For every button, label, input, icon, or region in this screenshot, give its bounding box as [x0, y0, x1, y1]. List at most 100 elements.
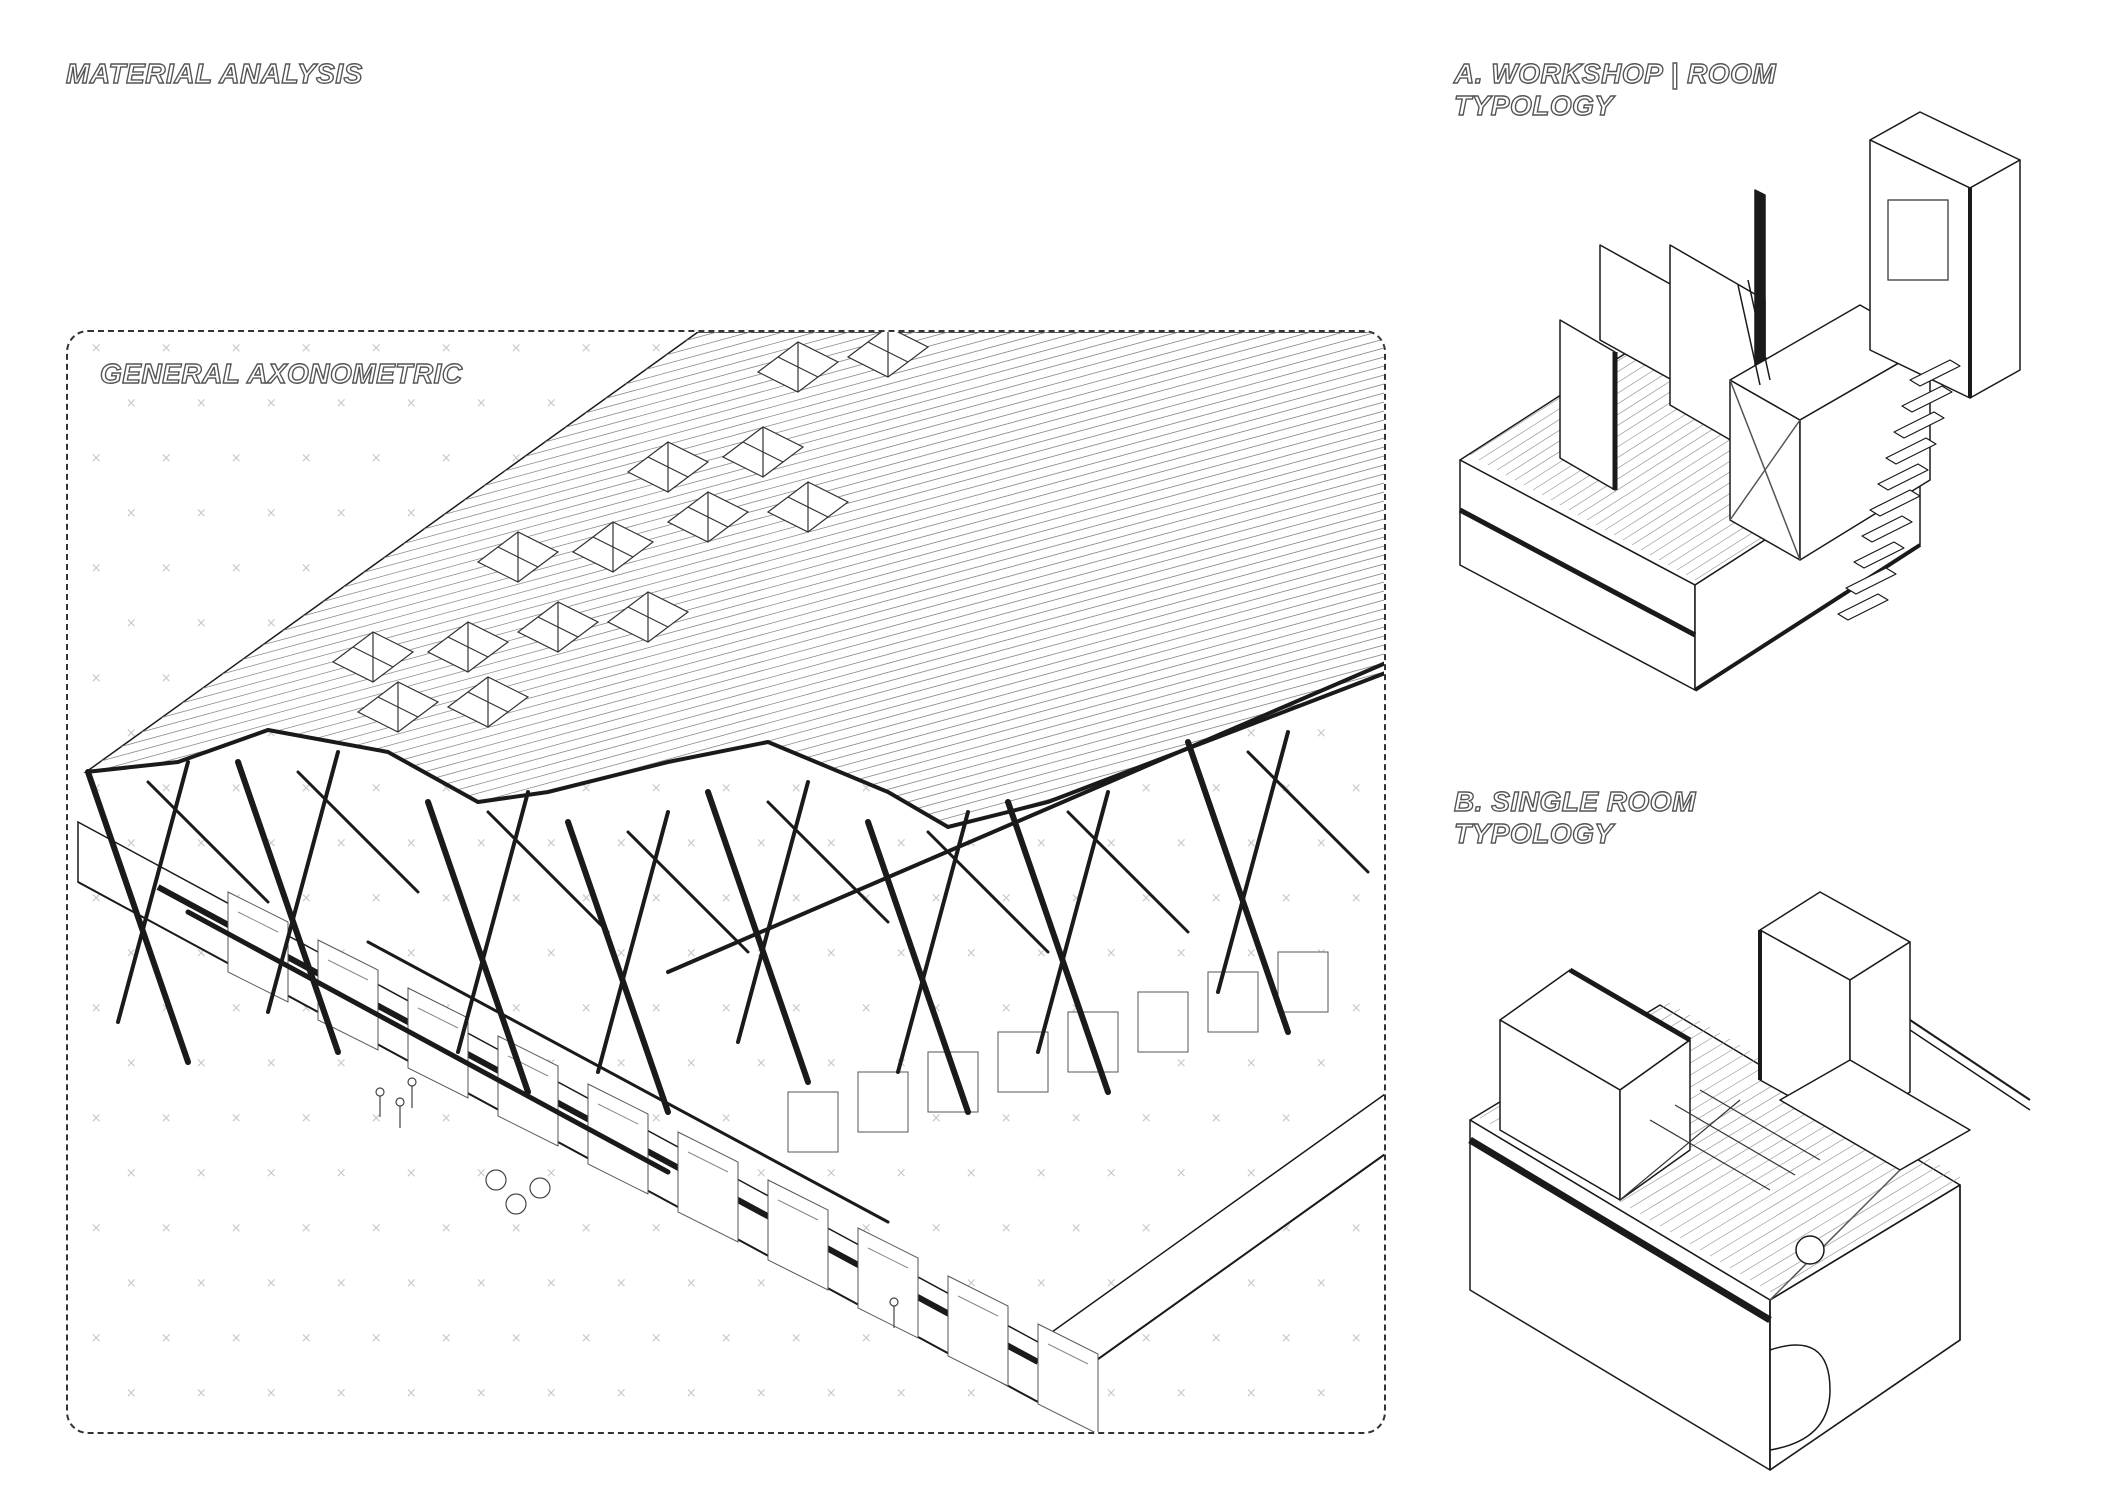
svg-text:×: × [931, 891, 942, 906]
svg-text:×: × [441, 341, 452, 356]
title-typology-a: A. WORKSHOP | ROOM TYPOLOGY [1453, 57, 1776, 122]
svg-text:×: × [196, 1276, 207, 1291]
title-material-analysis: MATERIAL ANALYSIS [65, 57, 363, 89]
svg-text:×: × [161, 1221, 172, 1236]
svg-text:×: × [91, 1331, 102, 1346]
svg-text:×: × [1036, 946, 1047, 961]
svg-text:×: × [371, 1221, 382, 1236]
svg-text:×: × [266, 396, 277, 411]
svg-text:×: × [91, 1111, 102, 1126]
svg-text:×: × [1141, 1111, 1152, 1126]
svg-text:×: × [231, 1001, 242, 1016]
svg-text:×: × [126, 616, 137, 631]
svg-text:×: × [966, 1166, 977, 1181]
svg-text:×: × [1281, 891, 1292, 906]
svg-text:×: × [686, 946, 697, 961]
svg-text:×: × [161, 1331, 172, 1346]
single-room-typology-drawing [1468, 891, 2031, 1471]
svg-text:×: × [581, 1001, 592, 1016]
svg-text:×: × [616, 1386, 627, 1401]
svg-text:×: × [1316, 726, 1327, 741]
svg-text:×: × [931, 1221, 942, 1236]
svg-text:×: × [1001, 1221, 1012, 1236]
svg-text:×: × [1176, 946, 1187, 961]
svg-text:×: × [1316, 836, 1327, 851]
svg-text:×: × [861, 1001, 872, 1016]
svg-text:×: × [266, 1276, 277, 1291]
svg-text:×: × [546, 1166, 557, 1181]
svg-text:×: × [476, 396, 487, 411]
svg-text:×: × [721, 891, 732, 906]
svg-text:×: × [1246, 1056, 1257, 1071]
svg-text:×: × [231, 1111, 242, 1126]
svg-text:×: × [1106, 1276, 1117, 1291]
svg-text:×: × [91, 451, 102, 466]
svg-text:×: × [301, 891, 312, 906]
svg-text:×: × [126, 836, 137, 851]
svg-text:×: × [266, 836, 277, 851]
svg-text:×: × [931, 1001, 942, 1016]
svg-text:×: × [406, 946, 417, 961]
svg-text:×: × [231, 781, 242, 796]
svg-text:×: × [966, 946, 977, 961]
svg-text:×: × [756, 1386, 767, 1401]
svg-text:×: × [721, 781, 732, 796]
svg-text:×: × [441, 781, 452, 796]
svg-text:×: × [581, 1221, 592, 1236]
svg-text:×: × [791, 891, 802, 906]
svg-text:×: × [1001, 1111, 1012, 1126]
svg-text:×: × [1141, 1221, 1152, 1236]
svg-text:×: × [1036, 836, 1047, 851]
svg-text:×: × [651, 1001, 662, 1016]
svg-text:×: × [336, 506, 347, 521]
svg-text:×: × [301, 1111, 312, 1126]
svg-text:×: × [756, 1276, 767, 1291]
svg-text:×: × [126, 1386, 137, 1401]
svg-text:×: × [371, 781, 382, 796]
svg-text:×: × [1316, 1276, 1327, 1291]
svg-text:×: × [1246, 1386, 1257, 1401]
svg-text:×: × [826, 1056, 837, 1071]
svg-text:×: × [1246, 1166, 1257, 1181]
svg-text:×: × [896, 1166, 907, 1181]
svg-text:×: × [126, 726, 137, 741]
svg-text:×: × [966, 1276, 977, 1291]
svg-text:×: × [126, 1056, 137, 1071]
svg-text:×: × [161, 671, 172, 686]
svg-text:×: × [1211, 781, 1222, 796]
svg-text:×: × [336, 1386, 347, 1401]
svg-text:×: × [651, 1221, 662, 1236]
svg-text:×: × [1316, 1056, 1327, 1071]
svg-text:×: × [1211, 1111, 1222, 1126]
svg-text:×: × [1246, 946, 1257, 961]
svg-text:×: × [896, 946, 907, 961]
svg-text:×: × [441, 451, 452, 466]
svg-text:×: × [511, 891, 522, 906]
title-typology-b-line-1: B. SINGLE ROOM [1453, 785, 1696, 817]
svg-text:×: × [1351, 1331, 1362, 1346]
svg-text:×: × [1106, 836, 1117, 851]
svg-text:×: × [336, 1056, 347, 1071]
svg-text:×: × [371, 451, 382, 466]
svg-text:×: × [546, 946, 557, 961]
svg-text:×: × [616, 946, 627, 961]
svg-text:×: × [1176, 1386, 1187, 1401]
svg-text:×: × [406, 1276, 417, 1291]
svg-text:×: × [91, 1221, 102, 1236]
people-figures [375, 1077, 899, 1328]
svg-text:×: × [511, 341, 522, 356]
svg-text:×: × [231, 1331, 242, 1346]
svg-text:×: × [266, 616, 277, 631]
svg-text:×: × [196, 506, 207, 521]
svg-text:×: × [231, 451, 242, 466]
svg-text:×: × [826, 1386, 837, 1401]
svg-text:×: × [791, 781, 802, 796]
svg-text:×: × [161, 1111, 172, 1126]
svg-text:×: × [231, 561, 242, 576]
svg-text:×: × [546, 1386, 557, 1401]
title-typology-a-line-2: TYPOLOGY [1453, 89, 1614, 122]
svg-text:×: × [301, 561, 312, 576]
svg-text:×: × [196, 1166, 207, 1181]
svg-text:×: × [1351, 891, 1362, 906]
svg-text:×: × [1071, 891, 1082, 906]
